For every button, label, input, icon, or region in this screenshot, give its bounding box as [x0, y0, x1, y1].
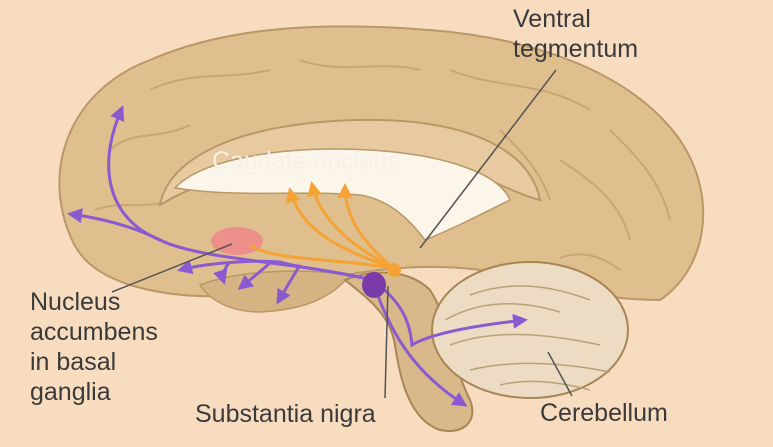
label-line: ganglia: [30, 378, 111, 406]
cerebellum-folia: [444, 285, 611, 391]
label-line: in basal: [30, 348, 117, 376]
nucleus-accumbens-region: [211, 227, 263, 255]
substantia-nigra-dot: [362, 272, 386, 298]
label-nucleus-accumbens: Nucleus accumbens in basal ganglia: [30, 287, 158, 407]
nigrostriatal-pathway: [249, 181, 394, 270]
label-line: tegmentum: [513, 35, 639, 63]
label-line: Nucleus: [30, 288, 121, 316]
leader-lines: [111, 69, 573, 399]
gyri-texture: [94, 59, 671, 271]
label-substantia-nigra: Substantia nigra: [195, 400, 376, 428]
label-ventral-tegmentum: Ventral tegmentum: [513, 4, 638, 64]
label-cerebellum: Cerebellum: [540, 399, 668, 427]
label-line: accumbens: [30, 318, 158, 346]
ventral-tegmentum-dot: [387, 263, 401, 277]
label-caudate-nucleus: Caudate nucleus: [212, 147, 400, 175]
label-line: Ventral: [513, 5, 591, 33]
